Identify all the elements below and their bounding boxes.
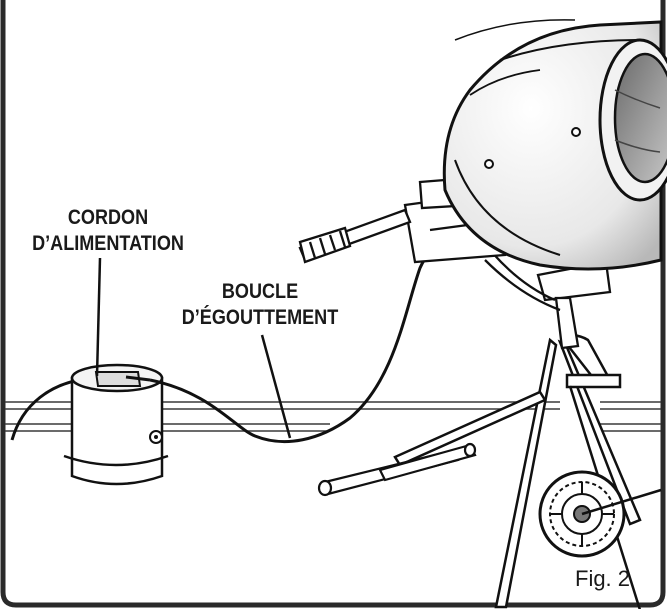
drip-loop-label-line1: BOUCLE: [221, 280, 299, 303]
lower-handle: [317, 442, 477, 497]
power-outlet: [63, 363, 169, 486]
cord-leader-line: [95, 257, 102, 377]
power-cord-label-line2: D’ALIMENTATION: [32, 232, 184, 255]
drip-loop-cord: [149, 242, 449, 443]
mixer-drum: [442, 19, 667, 271]
drip-leader-line: [260, 334, 292, 439]
drip-loop-label: BOUCLE D’ÉGOUTTEMENT: [165, 279, 354, 331]
figure-caption: Fig. 2: [575, 566, 631, 591]
power-cord-label: CORDON D’ALIMENTATION: [22, 205, 194, 257]
power-cord-label-line1: CORDON: [67, 206, 149, 229]
mixer-stand: [393, 334, 642, 609]
drip-loop-label-line2: D’ÉGOUTTEMENT: [181, 306, 339, 329]
drum-yoke: [484, 249, 612, 350]
mixer-wheel: [538, 470, 662, 558]
